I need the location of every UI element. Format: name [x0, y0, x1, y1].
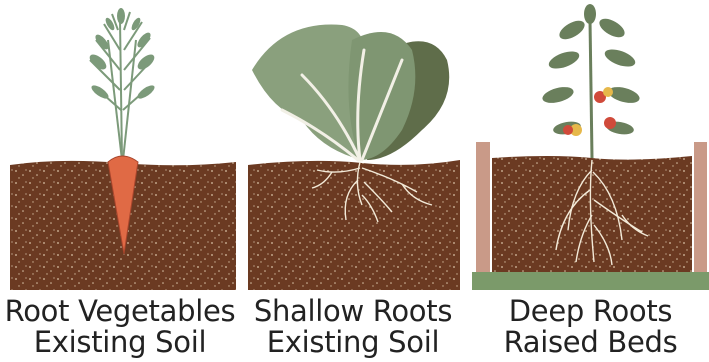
- lettuce-icon: [252, 25, 449, 160]
- caption-root-vegetables: Root Vegetables Existing Soil: [0, 296, 240, 358]
- lettuce-illustration: [242, 0, 464, 290]
- raised-bed-right-post: [694, 142, 707, 272]
- caption-title: Root Vegetables: [0, 296, 240, 327]
- caption-title: Shallow Roots: [242, 296, 464, 327]
- caption-subtitle: Raised Beds: [472, 327, 709, 358]
- tomato-plant-icon: [541, 4, 642, 158]
- panel-deep-roots: Deep Roots Raised Beds: [472, 0, 709, 290]
- panel-root-vegetables: Root Vegetables Existing Soil: [0, 0, 240, 290]
- tomato-raised-bed-illustration: [472, 0, 709, 290]
- carrot-leaves-icon: [90, 12, 152, 160]
- panel-shallow-roots: Shallow Roots Existing Soil: [242, 0, 464, 290]
- tomato-fruit-icon: [563, 125, 573, 135]
- tomato-fruit-icon: [603, 87, 613, 97]
- caption-subtitle: Existing Soil: [242, 327, 464, 358]
- tomato-fruit-icon: [604, 117, 616, 129]
- raised-bed-left-post: [476, 142, 490, 272]
- soil-block: [492, 156, 692, 272]
- carrot-foliage-icon: [87, 8, 157, 101]
- caption-title: Deep Roots: [472, 296, 709, 327]
- soil-block: [248, 160, 460, 290]
- carrot-illustration: [0, 0, 240, 290]
- caption-shallow-roots: Shallow Roots Existing Soil: [242, 296, 464, 358]
- caption-deep-roots: Deep Roots Raised Beds: [472, 296, 709, 358]
- raised-bed-base: [472, 272, 709, 290]
- caption-subtitle: Existing Soil: [0, 327, 240, 358]
